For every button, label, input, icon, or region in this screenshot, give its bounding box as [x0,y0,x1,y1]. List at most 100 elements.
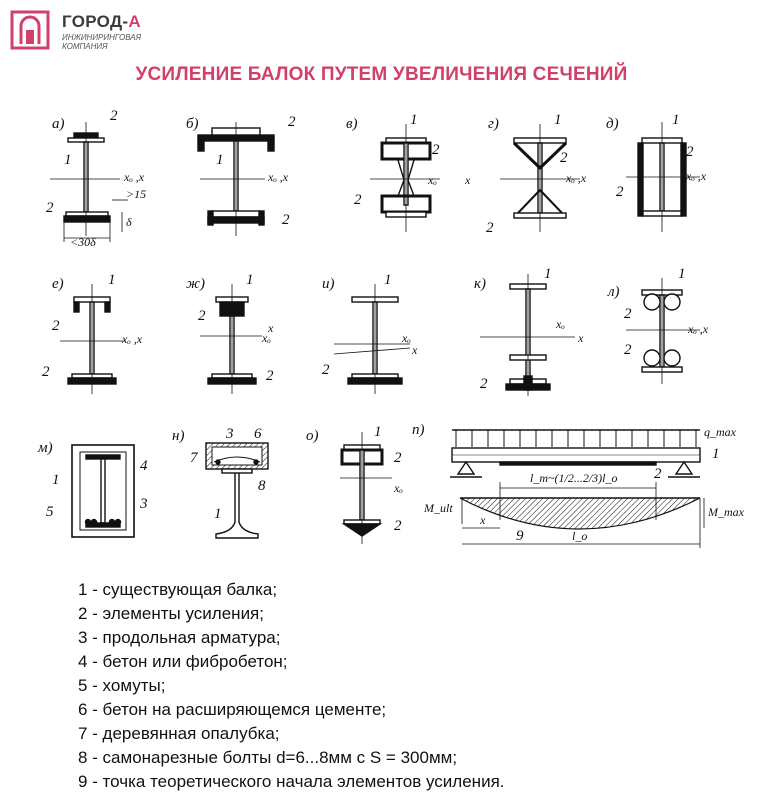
beam-lo-label: l_o [572,529,587,543]
axis-label-v-x: x [464,173,471,187]
section-v [370,124,440,232]
callout-n-1: 1 [214,506,222,522]
callout-n-3: 3 [225,426,234,442]
callout-n-6: 6 [254,426,262,442]
beam-load-label: q_max [704,425,737,439]
label-panel-d: д) [606,116,619,132]
callout-m-4: 4 [140,458,148,474]
label-panel-g: г) [488,116,499,132]
beam-callout-9: 9 [516,528,524,544]
callout-v-2-top: 2 [432,142,440,158]
section-a [50,122,128,242]
callout-g-1: 1 [554,112,562,128]
label-panel-p: п) [412,422,425,438]
callout-a-1: 1 [64,152,72,168]
legend-item: 7 - деревянная опалубка; [78,724,280,743]
callout-o-2-top: 2 [394,450,402,466]
callout-m-1: 1 [52,472,60,488]
legend-item: 6 - бетон на расширяющемся цементе; [78,700,387,719]
company-logo: ГОРОД-А ИНЖИНИРИНГОВАЯ КОМПАНИЯ [10,10,150,51]
callout-b-2-top: 2 [288,114,296,130]
legend-item: 9 - точка теоретического начала элементо… [78,772,505,791]
label-panel-b: б) [186,116,199,132]
logo-subtitle-line1: ИНЖИНИРИНГОВАЯ [62,33,142,42]
label-panel-zh: ж) [186,276,205,292]
section-b [197,122,275,236]
beam-callout-1: 1 [712,446,720,462]
section-k [480,274,575,396]
beam-mult-label: M_ult [423,501,453,515]
callout-m-5: 5 [46,504,54,520]
beam-x-label: x [479,513,486,527]
callout-d-2-bottom: 2 [616,184,624,200]
dim-a-delta: δ [126,215,132,229]
label-panel-n: н) [172,428,184,444]
callout-d-2-top: 2 [686,144,694,160]
legend-item: 1 - существующая балка; [78,580,278,599]
dim-a-30: <30δ [70,235,96,249]
legend-item: 3 - продольная арматура; [78,628,281,647]
section-i [333,284,411,394]
axis-label-g: xₒ ,x [565,171,587,185]
callout-e-2-bottom: 2 [42,364,50,380]
logo-mark-icon [10,10,50,50]
callout-v-1: 1 [410,112,418,128]
callout-e-1: 1 [108,272,116,288]
logo-brand-name: ГОРОД-А [62,12,141,31]
axis-label-v: xₒ [427,173,437,187]
axis-label-k-xo: xₒ [555,317,565,331]
label-panel-a: а) [52,116,65,132]
label-panel-k: к) [474,276,486,292]
callout-zh-1: 1 [246,272,254,288]
callout-zh-2-bottom: 2 [266,368,274,384]
beam-lm-label: l_m~(1/2...2/3)l_o [530,471,618,485]
legend-item: 5 - хомуты; [78,676,166,695]
callout-zh-2-top: 2 [198,308,206,324]
label-panel-l: л) [607,284,620,300]
label-panel-e: е) [52,276,64,292]
label-panel-o: о) [306,428,319,444]
legend-item: 8 - самонарезные болты d=6...8мм с S = 3… [78,748,458,767]
logo-subtitle-line2: КОМПАНИЯ [62,42,108,51]
section-d [626,122,700,232]
callout-n-7: 7 [190,450,199,466]
section-g [500,124,580,232]
page-title: УСИЛЕНИЕ БАЛОК ПУТЕМ УВЕЛИЧЕНИЯ СЕЧЕНИЙ [135,64,628,85]
callout-i-2: 2 [322,362,330,378]
callout-o-2-bottom: 2 [394,518,402,534]
axis-label-k-x: x [577,331,584,345]
callout-k-2: 2 [480,376,488,392]
axis-label-l: xₒ ,x [687,322,709,336]
axis-label-i-xo: xₒ [401,331,411,345]
axis-label-e: xₒ ,x [121,332,143,346]
beam-callout-2: 2 [654,466,662,482]
section-p-beam [450,429,705,548]
callout-g-2-top: 2 [560,150,568,166]
callout-l-2-top: 2 [624,306,632,322]
callout-i-1: 1 [384,272,392,288]
label-panel-i: и) [322,276,335,292]
callout-k-1: 1 [544,266,552,282]
section-e [60,284,125,394]
axis-label-i-x: x [411,343,418,357]
callout-l-2-bottom: 2 [624,342,632,358]
callout-v-2-bottom: 2 [354,192,362,208]
callout-d-1: 1 [672,112,680,128]
callout-l-1: 1 [678,266,686,282]
axis-label-o: xₒ [393,481,403,495]
section-m [71,444,135,538]
beam-strengthening-diagram: а) б) в) г) д) е) ж) и) к) л) м) н) о) п… [37,108,745,548]
section-l [626,278,700,384]
axis-label-zh-xo: xₒ [261,331,271,345]
callout-e-2-top: 2 [52,318,60,334]
section-o [340,432,392,544]
legend-item: 2 - элементы усиления; [78,604,264,623]
section-n [205,442,269,539]
callout-m-3: 3 [139,496,148,512]
callout-b-1: 1 [216,152,224,168]
legend-item: 4 - бетон или фибробетон; [78,652,288,671]
beam-mmax-label: M_max [707,505,745,519]
axis-label-a: xₒ ,x [123,170,145,184]
axis-label-b: xₒ ,x [267,170,289,184]
legend-list: 1 - существующая балка; 2 - элементы уси… [78,578,505,794]
